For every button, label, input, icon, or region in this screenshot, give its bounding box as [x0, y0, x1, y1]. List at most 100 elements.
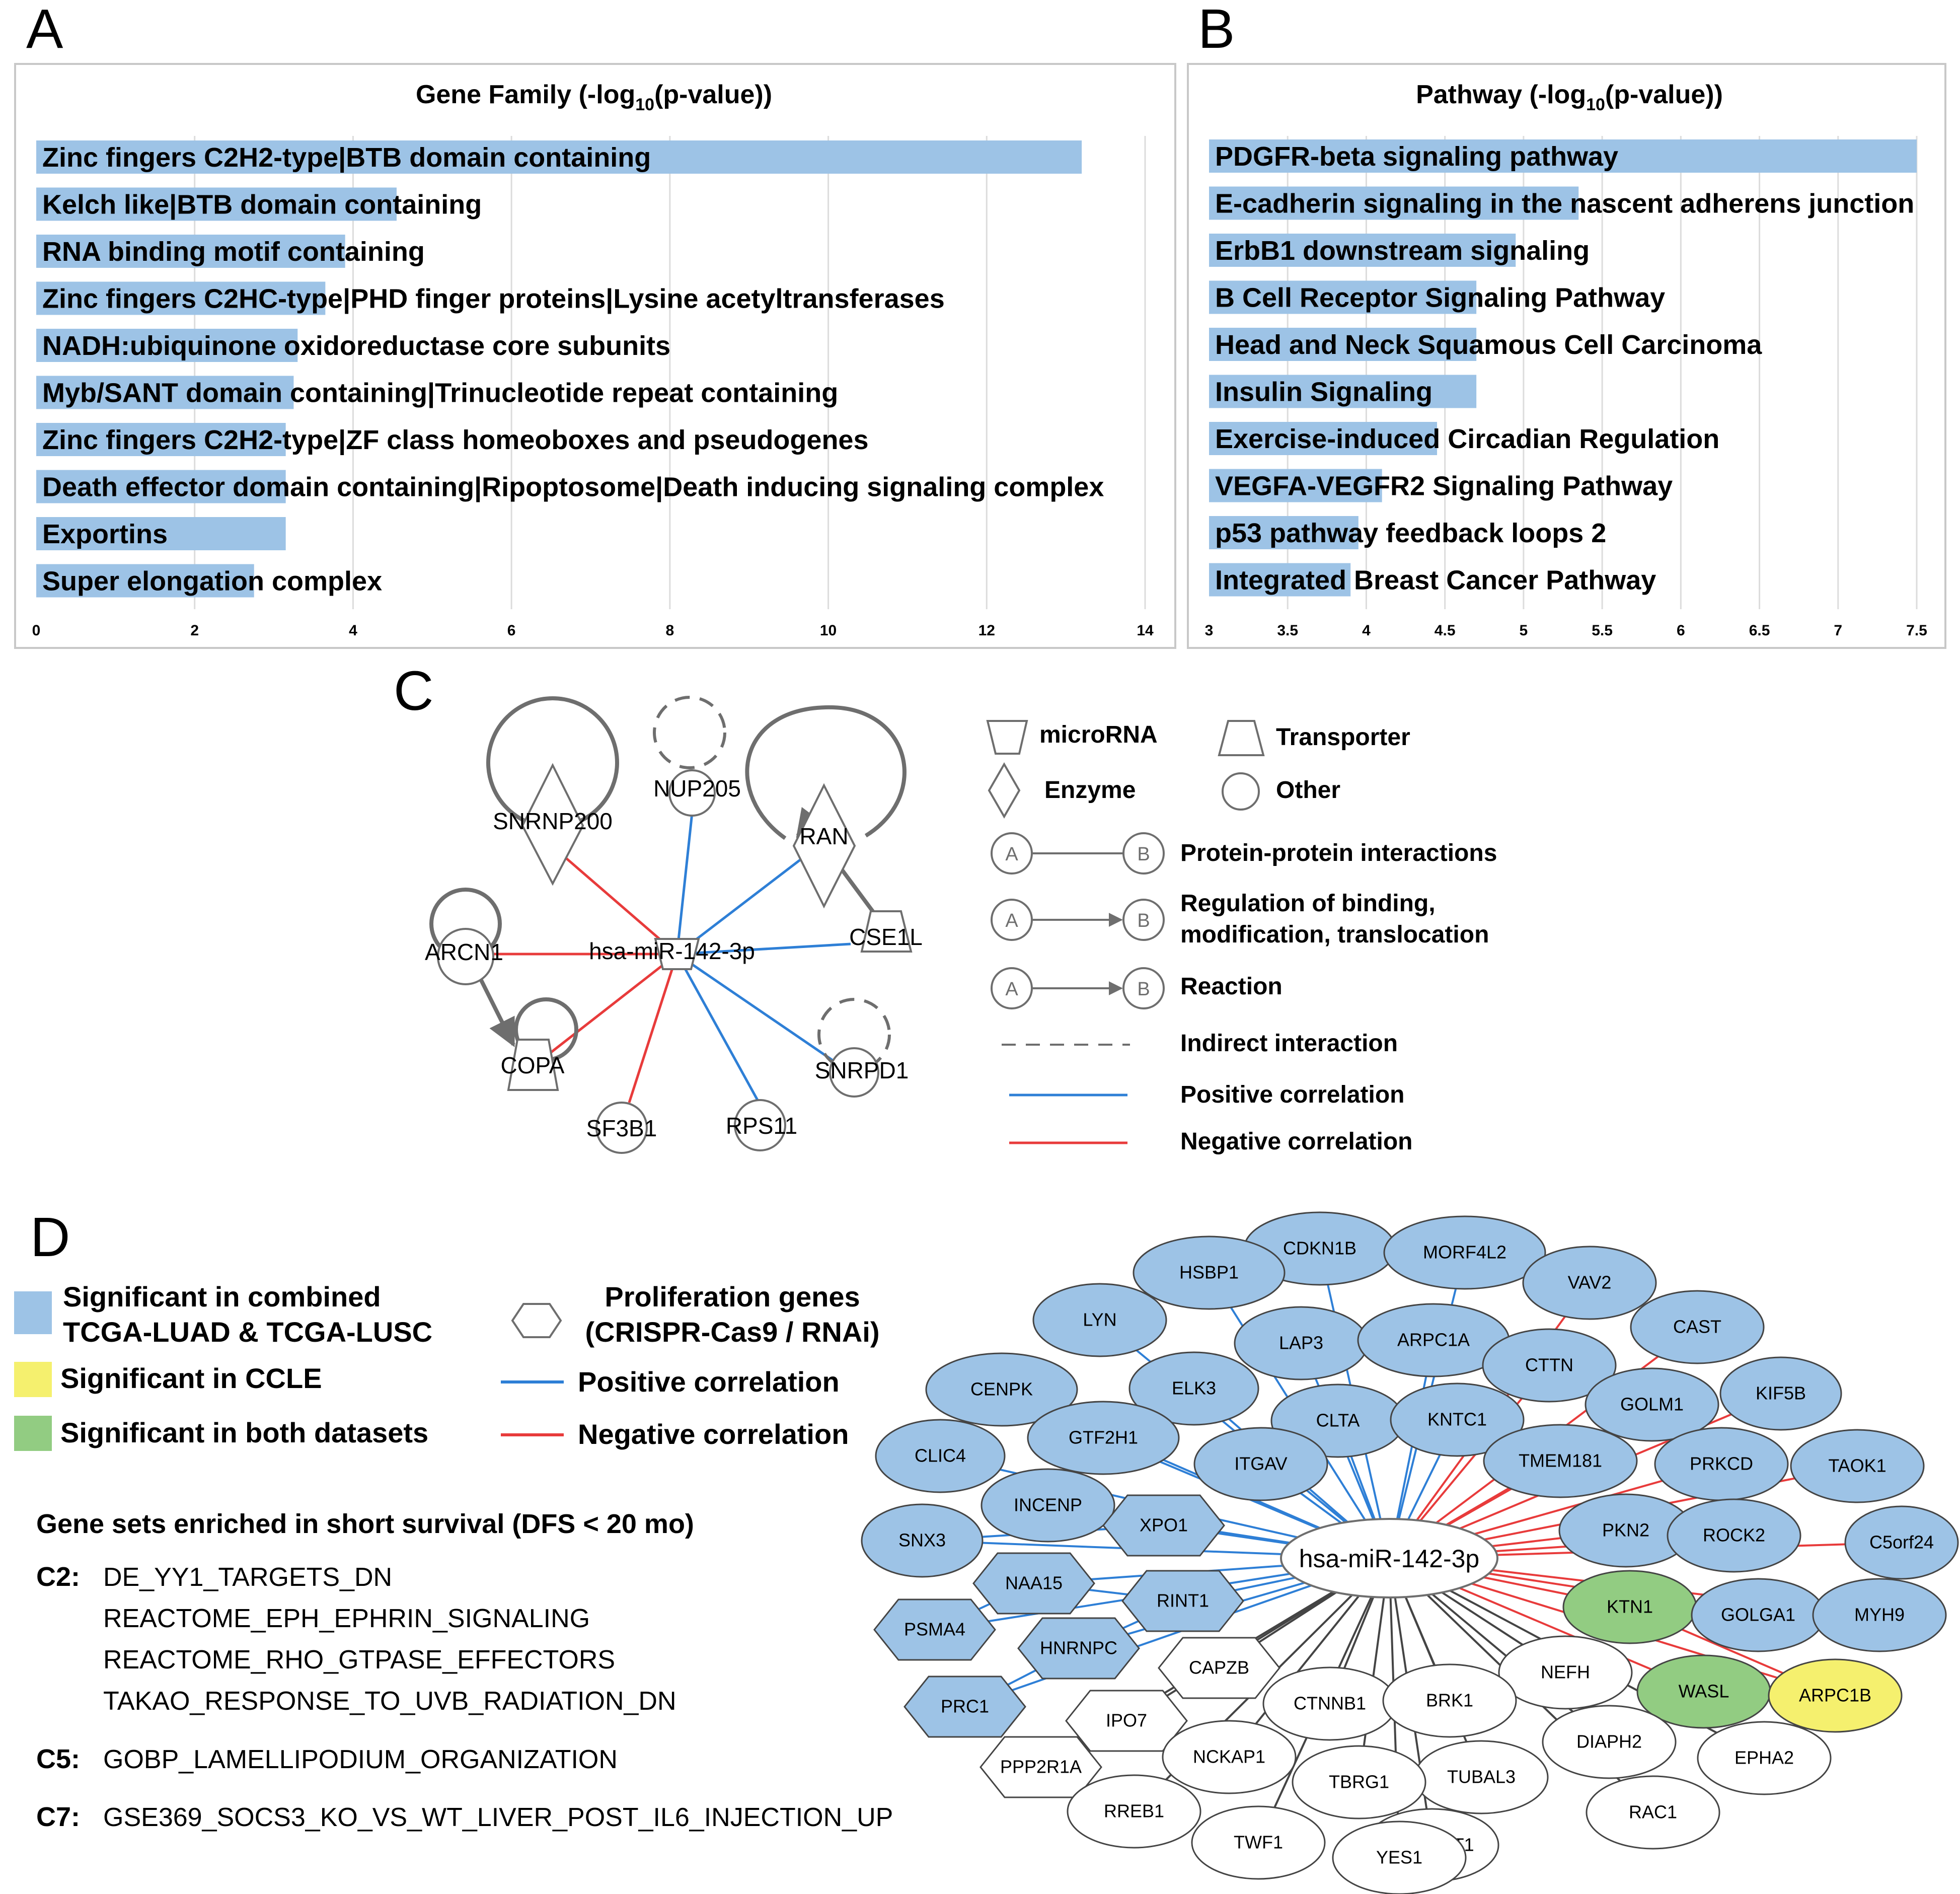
legend-ppi-text: Protein-protein interactions	[1180, 840, 1497, 866]
chart-b-tick-label: 6	[1677, 622, 1685, 639]
d-node-brk1	[1382, 1663, 1517, 1738]
chart-a-tick-label: 6	[507, 622, 516, 639]
chart-a-bar	[36, 329, 298, 362]
d-node-label: INCENP	[1014, 1495, 1082, 1515]
node-ran	[792, 783, 856, 909]
d-node-label: PRKCD	[1690, 1453, 1753, 1474]
chart-a-bar	[36, 517, 286, 550]
node-snrnp200-label: SNRNP200	[493, 808, 613, 834]
node-nup205	[668, 769, 716, 817]
node-center-label: hsa-miR-142-3p	[589, 938, 755, 964]
d-node-label: ROCK2	[1703, 1525, 1765, 1546]
panel-label-c: C	[394, 660, 433, 722]
d-node-capzb	[1158, 1637, 1280, 1699]
chart-b-bar	[1209, 186, 1579, 220]
d-node-cttn	[1482, 1328, 1617, 1403]
chart-b-tick-label: 4	[1362, 622, 1371, 639]
chart-b-tick-label: 7.5	[1906, 622, 1927, 639]
gene-set-item: REACTOME_RHO_GTPASE_EFFECTORS	[103, 1645, 615, 1674]
d-node-kif5b	[1719, 1356, 1842, 1431]
legend-regulation-text-2: modification, translocation	[1180, 921, 1489, 948]
d-node-label: TBRG1	[1329, 1772, 1389, 1792]
d-node-ipo7	[1065, 1690, 1188, 1752]
legend-ccle-swatch	[14, 1362, 52, 1397]
d-node-label: CLIC4	[915, 1445, 966, 1466]
edge-ran	[676, 855, 806, 955]
legend-reaction-text: Reaction	[1180, 973, 1283, 1000]
d-node-label: LAP3	[1279, 1333, 1323, 1353]
node-mirna-center	[654, 938, 700, 970]
chart-a-bar	[36, 235, 345, 268]
chart-b-bar-label: E-cadherin signaling in the nascent adhe…	[1215, 189, 1914, 219]
d-node-cast	[1630, 1290, 1765, 1364]
d-node-label: CTNNB1	[1294, 1693, 1366, 1714]
self-loop-nup205	[653, 696, 726, 769]
chart-b-bar	[1209, 375, 1477, 408]
panel-c-legend-text: microRNA Transporter Enzyme Other A B A …	[1005, 721, 1497, 1155]
legend-microrna-icon	[986, 720, 1028, 755]
d-node-itgav	[1193, 1427, 1328, 1501]
d-node-label: GTF2H1	[1069, 1427, 1138, 1448]
chart-b-bar-label: ErbB1 downstream signaling	[1215, 236, 1590, 266]
legend-reaction-a-letter: A	[1005, 979, 1018, 1000]
chart-a-bar-label: Zinc fingers C2H2-type|BTB domain contai…	[42, 142, 651, 173]
chart-a-tick-label: 2	[190, 622, 199, 639]
d-node-golm1	[1585, 1367, 1719, 1442]
edge-cse1l	[676, 942, 851, 956]
chart-b-bar-label: PDGFR-beta signaling pathway	[1215, 141, 1618, 172]
chart-b-tick-label: 3.5	[1277, 622, 1298, 639]
chart-b-tick-label: 5.5	[1592, 622, 1613, 639]
legend-tcga-text-1: Significant in combined	[63, 1281, 381, 1313]
d-node-vav2	[1522, 1246, 1657, 1320]
chart-a-bar	[36, 281, 326, 315]
legend-prolif-text-1: Proliferation genes	[605, 1281, 860, 1313]
legend-transporter-text: Transporter	[1276, 724, 1410, 751]
chart-b-bar-label: Exercise-induced Circadian Regulation	[1215, 424, 1719, 454]
d-node-label: DIAPH2	[1576, 1731, 1642, 1752]
d-node-label: PKN2	[1602, 1520, 1649, 1541]
d-node-label: GOLM1	[1620, 1394, 1684, 1415]
edge-nup205	[675, 813, 694, 955]
d-node-label: CENPK	[970, 1379, 1033, 1400]
d-node-label: PSMA4	[904, 1619, 965, 1640]
d-node-label: NEFH	[1541, 1662, 1590, 1683]
legend-d-positive-text: Positive correlation	[578, 1366, 840, 1398]
d-node-prc1	[903, 1676, 1026, 1738]
d-node-elk3	[1128, 1351, 1259, 1426]
gene-set-group-c5-key: C5:	[36, 1744, 80, 1774]
legend-tcga-text-2: TCGA-LUAD & TCGA-LUSC	[63, 1316, 432, 1348]
d-node-label: TAOK1	[1828, 1455, 1886, 1476]
chart-b-bar	[1209, 563, 1351, 597]
d-node-nefh	[1498, 1635, 1633, 1710]
edge-sf3b1	[628, 954, 679, 1103]
d-node-diaph2	[1542, 1705, 1677, 1779]
chart-a-bar-label: RNA binding motif containing	[42, 237, 425, 267]
d-node-label: PPP2R1A	[1000, 1757, 1082, 1777]
chart-b-bar	[1209, 328, 1477, 361]
node-sf3b1-label: SF3B1	[586, 1115, 657, 1141]
d-node-label: YES1	[1376, 1847, 1422, 1868]
chart-a-bar-label: Zinc fingers C2H2-type|ZF class homeobox…	[42, 425, 869, 456]
d-node-c5orf24	[1844, 1505, 1959, 1580]
edge-rps11	[675, 953, 759, 1101]
d-node-xpo1	[1102, 1494, 1225, 1557]
chart-b-bar-label: VEGFA-VEGFR2 Signaling Pathway	[1215, 471, 1673, 501]
legend-both-swatch	[14, 1416, 52, 1451]
d-node-label: GOLGA1	[1721, 1605, 1795, 1625]
chart-b-bar-label: Insulin Signaling	[1215, 377, 1433, 407]
d-node-label: RINT1	[1157, 1590, 1209, 1611]
d-node-label: KTN1	[1607, 1596, 1653, 1617]
chart-a-tick-label: 12	[978, 622, 995, 639]
legend-enzyme-text: Enzyme	[1044, 777, 1136, 804]
self-loop-ran	[745, 705, 907, 840]
chart-a-bar-label: Kelch like|BTB domain containing	[42, 190, 482, 221]
node-nup205-label: NUP205	[653, 775, 741, 802]
chart-a-tick-label: 14	[1137, 622, 1154, 639]
node-arcn1-label: ARCN1	[425, 939, 503, 965]
chart-a-bar-label: Myb/SANT domain containing|Trinucleotide…	[42, 378, 838, 409]
node-rps11-label: RPS11	[726, 1113, 797, 1139]
d-node-label: VAV2	[1568, 1272, 1612, 1293]
legend-positive-text: Positive correlation	[1180, 1081, 1404, 1108]
